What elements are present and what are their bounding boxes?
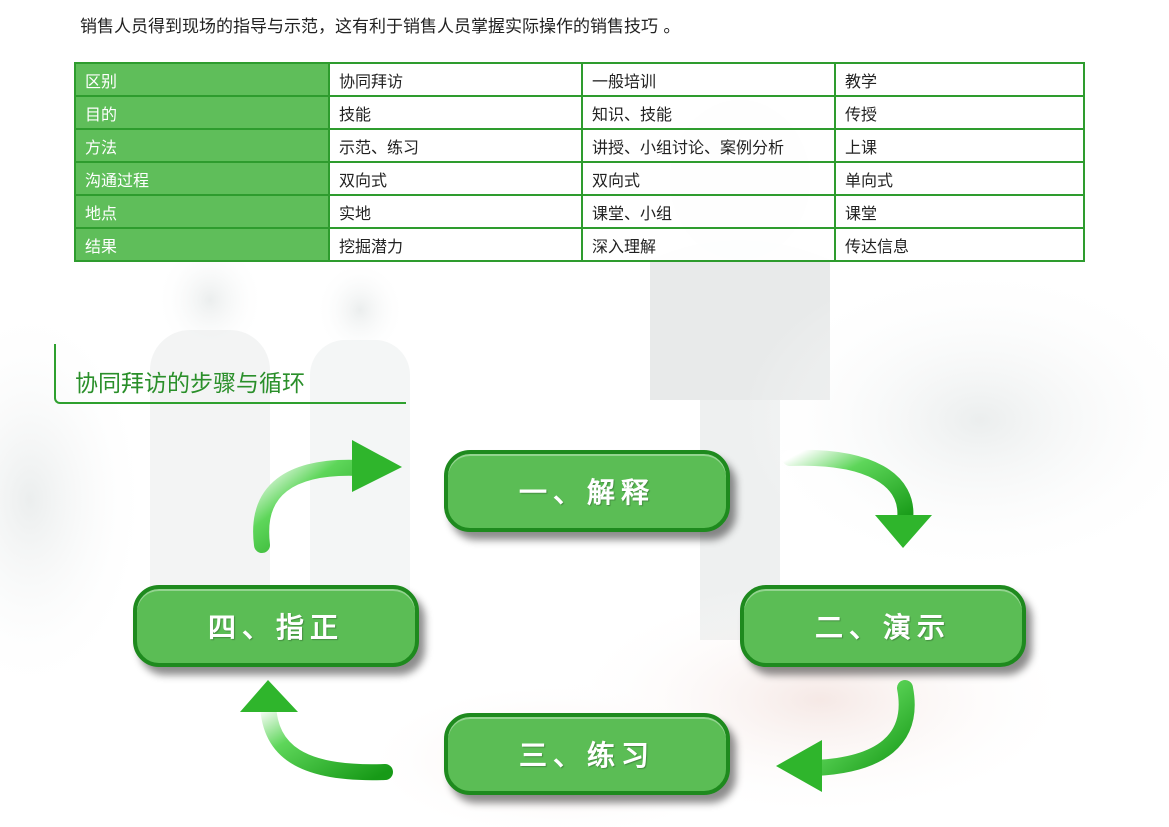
table-cell: 一般培训 bbox=[581, 62, 836, 97]
table-cell: 协同拜访 bbox=[328, 62, 583, 97]
table-cell: 传达信息 bbox=[834, 227, 1085, 262]
row-header: 方法 bbox=[74, 128, 330, 163]
table-cell: 教学 bbox=[834, 62, 1085, 97]
table-cell: 挖掘潜力 bbox=[328, 227, 583, 262]
table-cell: 上课 bbox=[834, 128, 1085, 163]
table-cell: 技能 bbox=[328, 95, 583, 130]
curved-arrow-icon bbox=[776, 680, 915, 792]
table-cell: 实地 bbox=[328, 194, 583, 229]
row-header: 目的 bbox=[74, 95, 330, 130]
table-cell: 传授 bbox=[834, 95, 1085, 130]
row-header: 沟通过程 bbox=[74, 161, 330, 196]
curved-arrow-icon bbox=[782, 449, 932, 548]
table-cell: 单向式 bbox=[834, 161, 1085, 196]
table-cell: 双向式 bbox=[328, 161, 583, 196]
table-cell: 示范、练习 bbox=[328, 128, 583, 163]
table-row: 区别 协同拜访 一般培训 教学 bbox=[74, 62, 1085, 97]
curved-arrow-icon bbox=[240, 680, 393, 781]
curved-arrow-icon bbox=[253, 440, 402, 553]
intro-text: 销售人员得到现场的指导与示范，这有利于销售人员掌握实际操作的销售技巧 。 bbox=[80, 17, 681, 37]
table-cell: 课堂 bbox=[834, 194, 1085, 229]
row-header: 区别 bbox=[74, 62, 330, 97]
row-header: 地点 bbox=[74, 194, 330, 229]
step-explain-box: 一、解释 bbox=[444, 450, 730, 532]
